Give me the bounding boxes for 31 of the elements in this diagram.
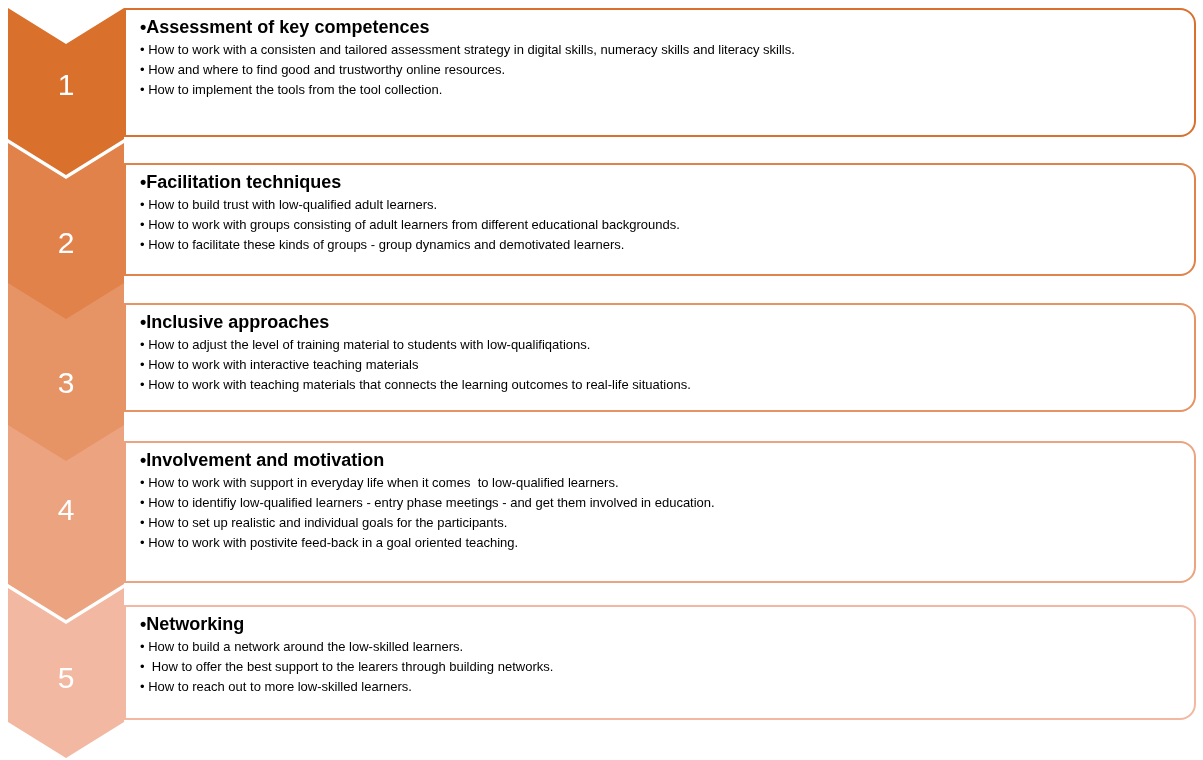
bullet-item: • How to adjust the level of training material to students with low-qualifiqations. [140,336,591,354]
content-box [124,303,1196,412]
content-box [124,8,1196,137]
section-heading: •Facilitation techniques [140,171,342,193]
step-number: 2 [56,226,76,260]
bullet-item: • How to work with groups consisting of adult learners from different educational backgrounds. [140,216,680,234]
section-heading: •Networking [140,613,245,635]
step-number: 4 [56,493,76,527]
bullet-item: • How to facilitate these kinds of groups - group dynamics and demotivated learners. [140,236,625,254]
bullet-item: • How to build a network around the low-skilled learners. [140,638,464,656]
bullet-item: • How to identifiy low-qualified learners - entry phase meetings - and get them involved in education. [140,494,715,512]
step-number: 1 [56,68,76,102]
bullet-item: • How to offer the best support to the learers through building networks. [140,658,554,676]
content-box [124,605,1196,720]
section-heading: •Involvement and motivation [140,449,385,471]
bullet-item: • How to build trust with low-qualified adult learners. [140,196,438,214]
content-box [124,441,1196,583]
section-heading: •Assessment of key competences [140,16,430,38]
step-number: 3 [56,366,76,400]
bullet-item: • How to work with teaching materials that connects the learning outcomes to real-life situations. [140,376,691,394]
bullet-item: • How to work with postivite feed-back in a goal oriented teaching. [140,534,519,552]
content-box [124,163,1196,276]
bullet-item: • How to implement the tools from the tool collection. [140,81,443,99]
step-number: 5 [56,661,76,695]
bullet-item: • How to work with support in everyday life when it comes to low-qualified learners. [140,474,619,492]
bullet-item: • How to set up realistic and individual goals for the participants. [140,514,508,532]
bullet-item: • How to work with a consisten and tailored assessment strategy in digital skills, numeracy skills and literacy skills. [140,41,795,59]
bullet-item: • How and where to find good and trustworthy online resources. [140,61,506,79]
section-heading: •Inclusive approaches [140,311,330,333]
bullet-item: • How to reach out to more low-skilled learners. [140,678,412,696]
bullet-item: • How to work with interactive teaching materials [140,356,419,374]
